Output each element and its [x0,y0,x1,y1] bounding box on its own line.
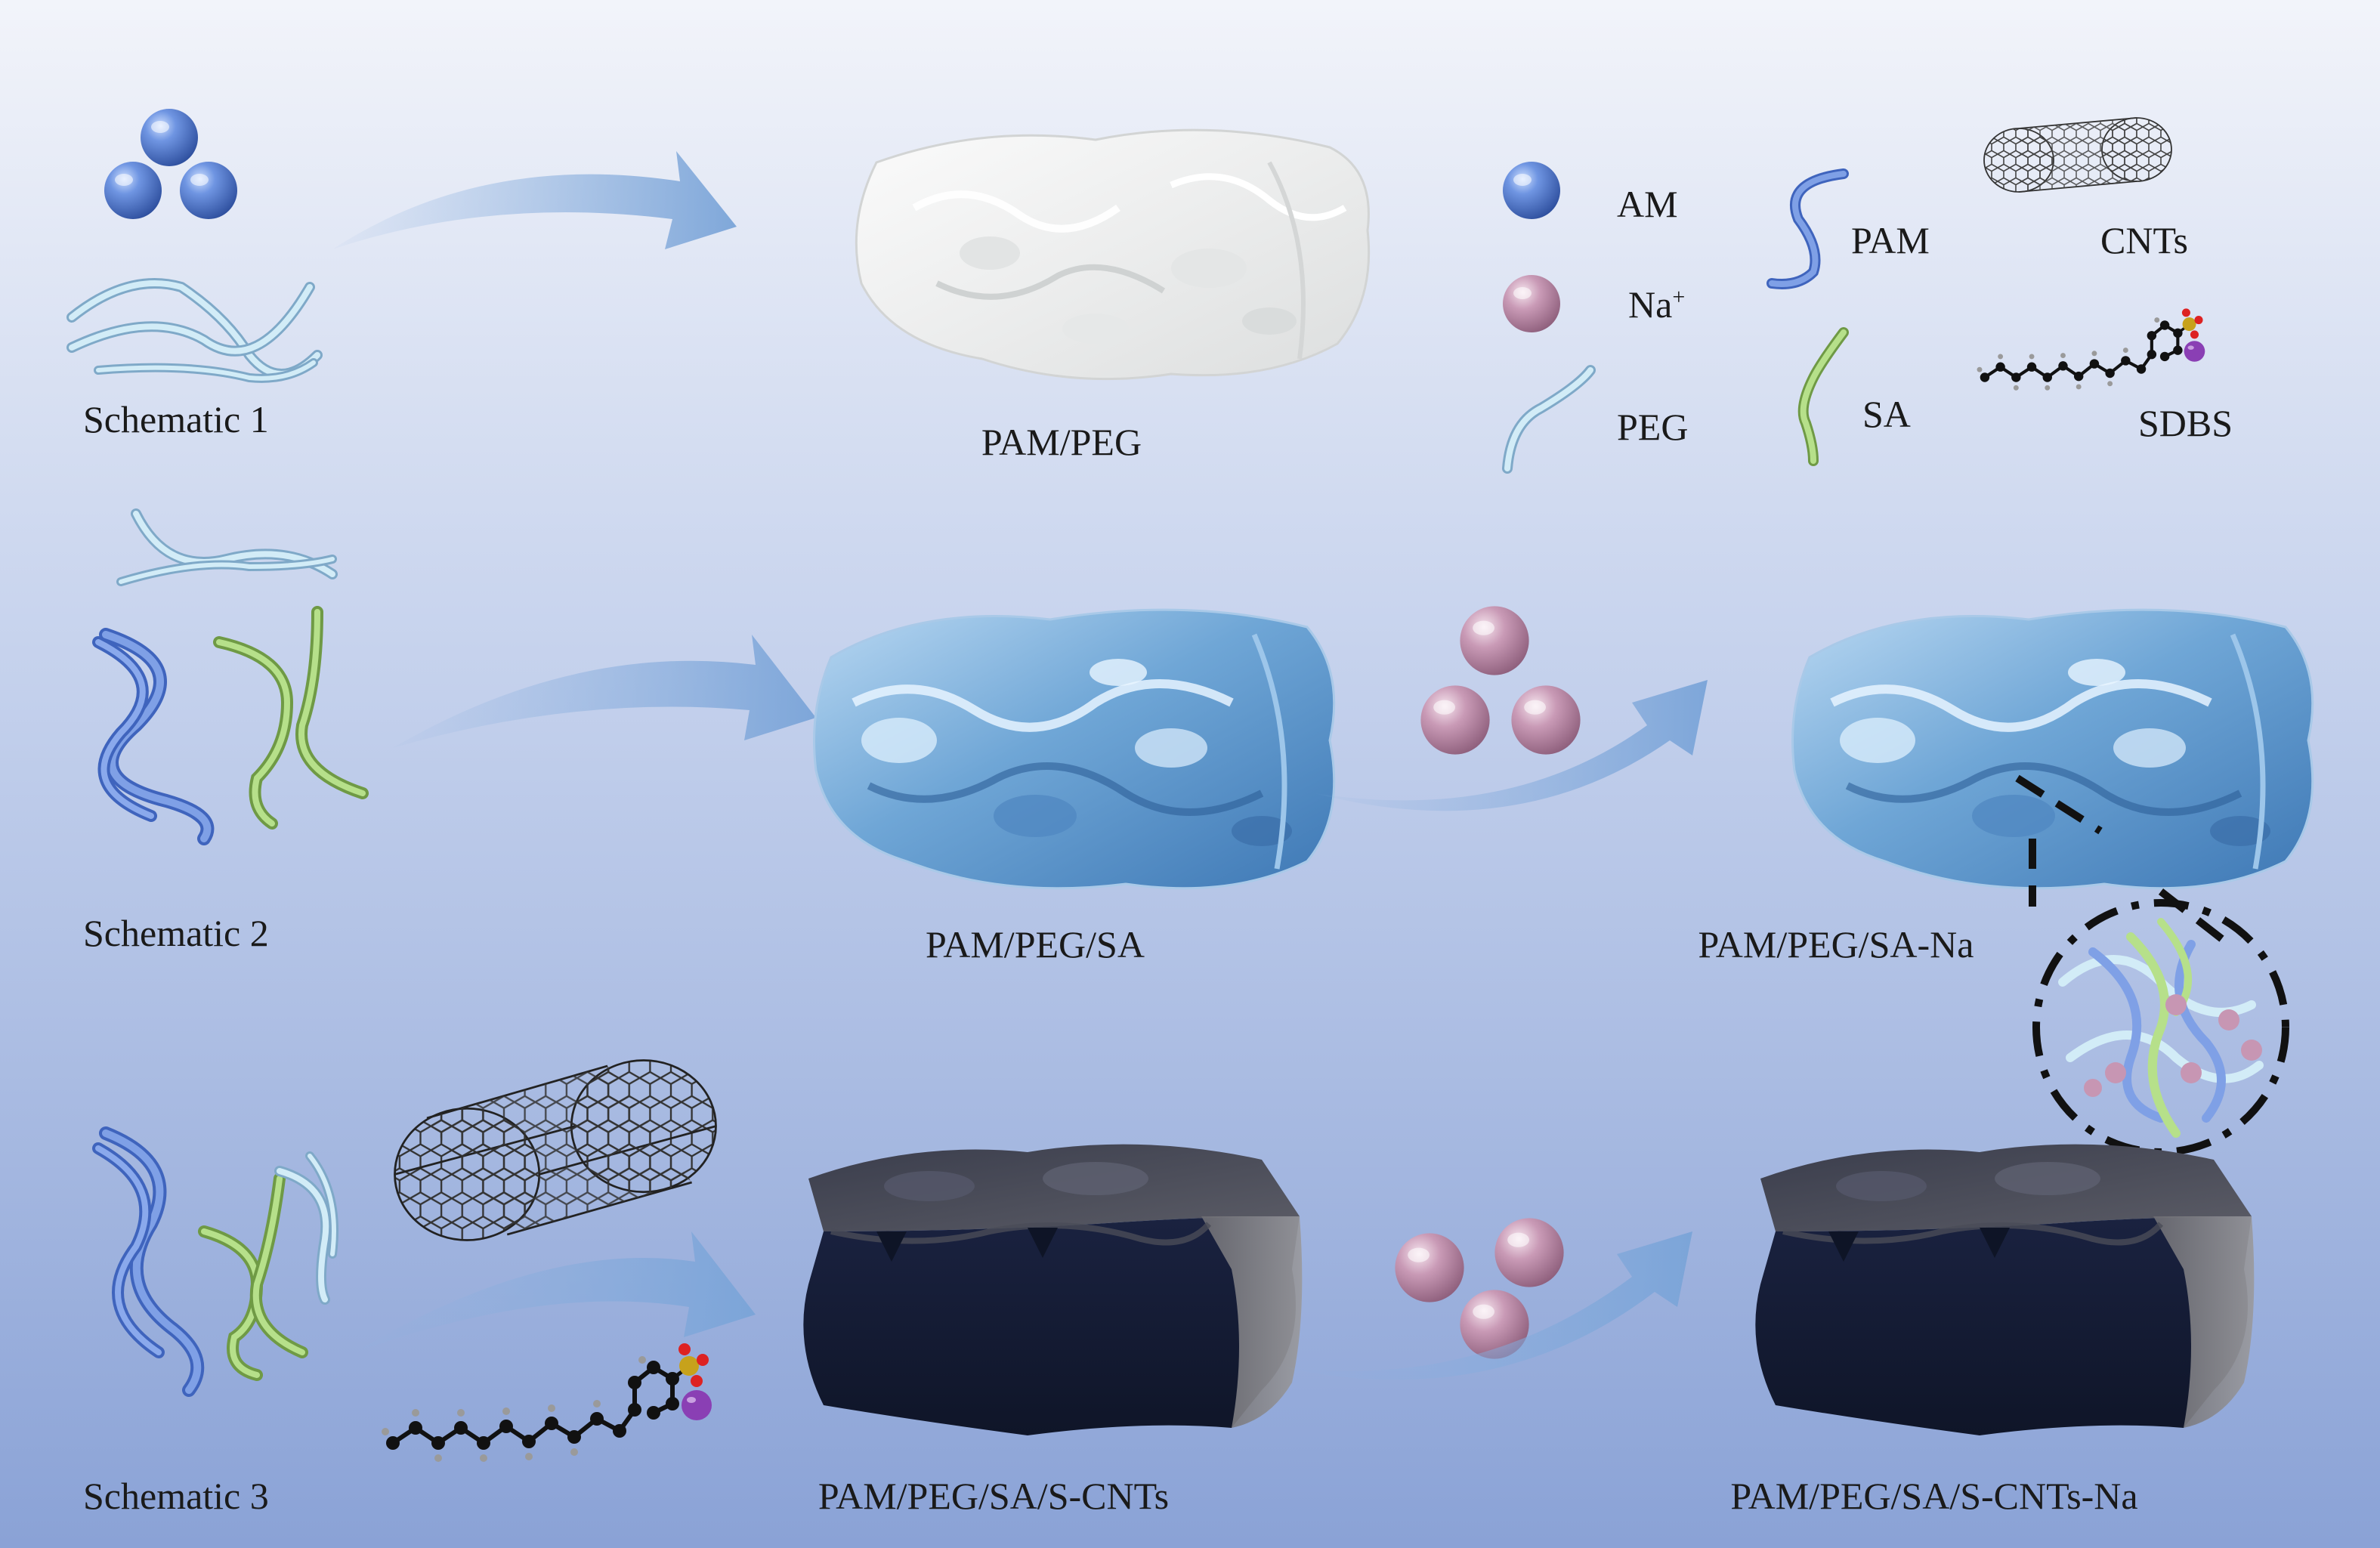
product-label-pam-peg-sa-scnts-na: PAM/PEG/SA/S-CNTs-Na [1730,1475,2138,1517]
gel-block-icon [856,130,1368,379]
schematic-3-label: Schematic 3 [83,1475,269,1517]
schematic-1-label: Schematic 1 [83,398,269,440]
legend-pam-label: PAM [1851,219,1930,261]
sphere-icon [1494,1218,1564,1287]
polymer-chain-icon [1766,168,1849,289]
arrow-icon [332,151,737,249]
legend-sa-label: SA [1862,393,1911,435]
arrow-icon [1284,1231,1692,1380]
sphere-icon [104,162,162,219]
product-label-pam-peg-sa-na: PAM/PEG/SA-Na [1698,923,1974,966]
sphere-icon [1503,162,1560,219]
nanotube-icon [1983,117,2172,193]
product-label-pam-peg-sa: PAM/PEG/SA [926,923,1145,966]
legend-sdbs-label: SDBS [2138,402,2233,444]
legend-am-label: AM [1617,183,1678,225]
product-label-pam-peg-sa-scnts: PAM/PEG/SA/S-CNTs [818,1475,1170,1517]
arrow-icon [355,1231,756,1352]
polymer-chain-icon [1797,327,1849,466]
gel-block-icon [803,1145,1302,1435]
legend-cnts-label: CNTs [2100,219,2188,261]
gel-block-icon [1755,1145,2254,1435]
peg-chains-row1 [66,278,323,383]
sphere-icon [180,162,237,219]
sphere-icon [1460,606,1529,675]
sphere-icon [1420,685,1490,755]
gel-block-icon [1793,610,2313,888]
chains-row2 [92,508,369,845]
legend-na-label: Na+ [1628,283,1686,326]
sphere-icon [1395,1233,1464,1302]
arrow-icon [393,635,816,748]
sphere-icon [1511,685,1581,755]
arrow-icon [1315,680,1708,811]
sphere-icon [1503,275,1560,332]
sphere-icon [141,109,198,166]
product-label-pam-peg: PAM/PEG [981,421,1142,463]
legend-peg-label: PEG [1617,406,1689,448]
polymer-chain-icon [1502,365,1596,474]
schematic-2-label: Schematic 2 [83,912,269,954]
gel-block-icon [814,610,1334,888]
legend [1502,117,2205,474]
chains-row3 [92,1126,338,1397]
